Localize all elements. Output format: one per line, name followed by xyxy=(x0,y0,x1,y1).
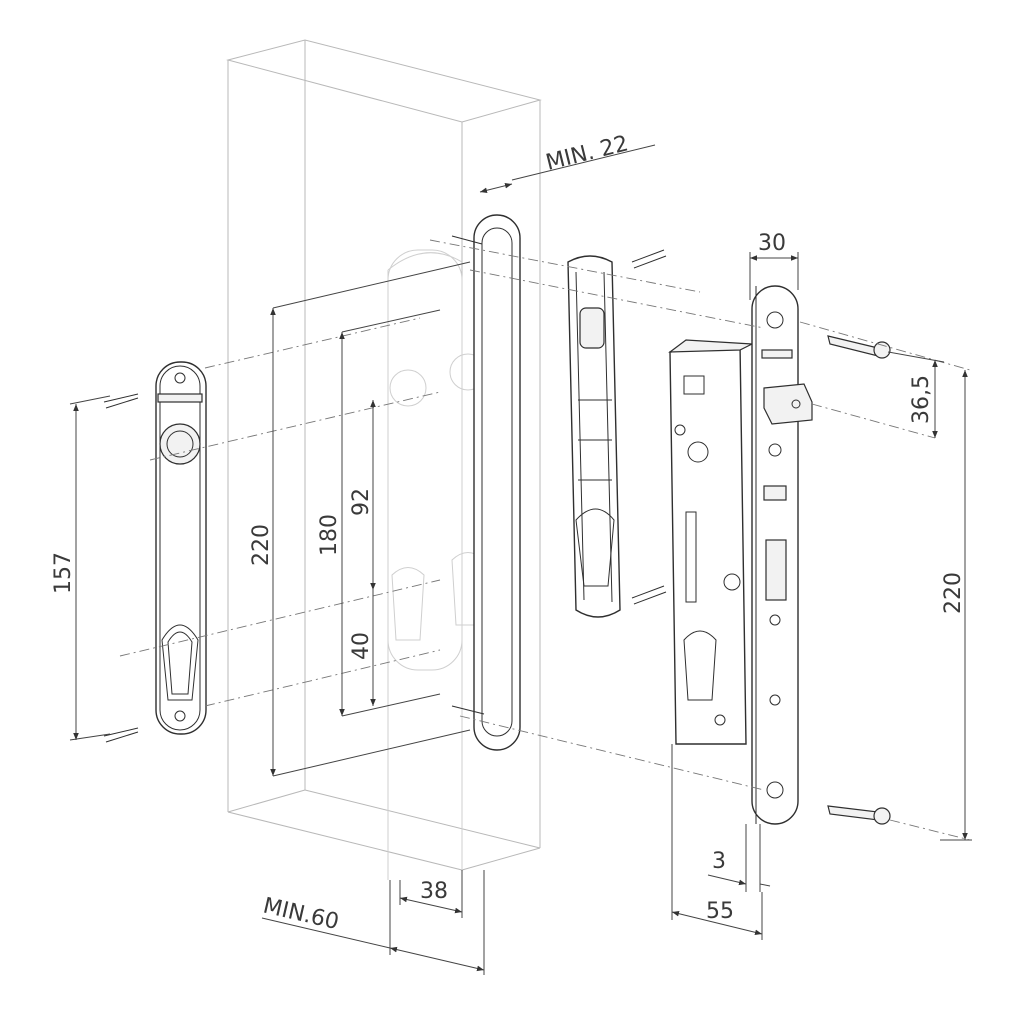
latch-icon xyxy=(763,383,813,425)
gate-profile-box xyxy=(226,39,542,900)
dim-40: 40 xyxy=(349,632,374,660)
dim-min-22: MIN. 22 xyxy=(543,131,630,176)
dim-180: 180 xyxy=(317,514,342,556)
handle-hole-icon xyxy=(159,423,201,465)
centre-lines xyxy=(119,239,971,841)
left-cover-plate xyxy=(155,361,207,735)
screw-icon xyxy=(827,335,891,825)
dim-157: 157 xyxy=(51,552,76,594)
dim-min-60: MIN.60 xyxy=(261,893,342,935)
cylinder-hole-icon xyxy=(161,624,199,701)
dim-220-left: 220 xyxy=(249,524,274,566)
dim-38: 38 xyxy=(420,879,448,904)
dim-30: 30 xyxy=(758,231,786,256)
profile-slot xyxy=(451,214,521,751)
dim-92: 92 xyxy=(349,488,374,516)
faceplate xyxy=(751,285,799,825)
screw-icon xyxy=(103,393,139,743)
dimension-lines xyxy=(69,144,972,975)
dim-36-5: 36,5 xyxy=(909,375,934,424)
dim-220-right: 220 xyxy=(941,572,966,614)
dim-3: 3 xyxy=(712,849,726,874)
lock-body xyxy=(668,339,755,745)
screw-icon xyxy=(631,249,667,605)
dim-55: 55 xyxy=(706,899,734,924)
adapter-plate xyxy=(567,255,621,618)
